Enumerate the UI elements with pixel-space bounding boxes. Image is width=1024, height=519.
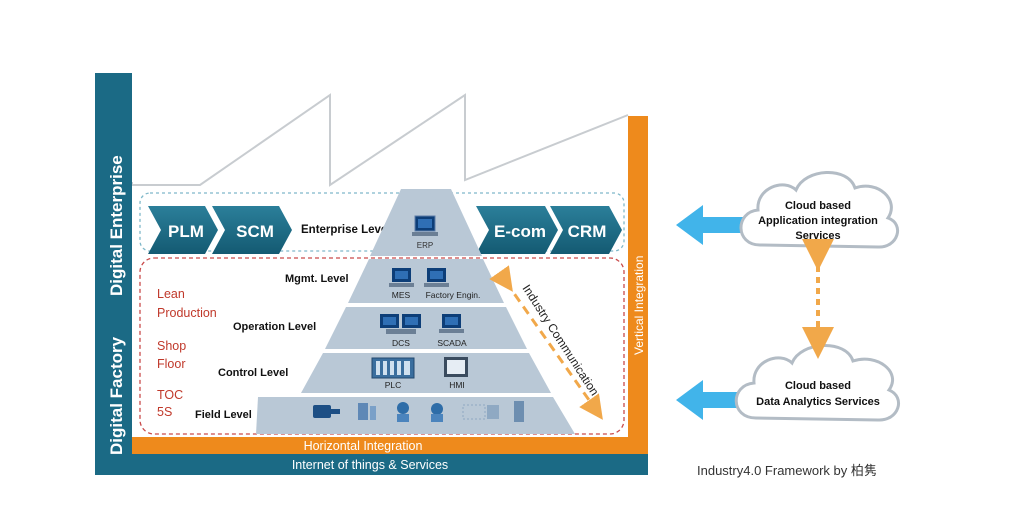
horizontal-integration-bar	[132, 437, 648, 454]
hmi-panel-icon	[444, 357, 468, 377]
svg-text:E-com: E-com	[494, 222, 546, 241]
erp-computer-icon	[412, 215, 438, 236]
hmi-label: HMI	[449, 380, 465, 390]
scada-computer-icon	[439, 314, 464, 333]
pyramid-tier-control	[301, 353, 551, 393]
factory-engin-computer-icon	[424, 268, 449, 287]
svg-text:PLM: PLM	[168, 222, 204, 241]
plc-label: PLC	[385, 380, 402, 390]
chevron-crm: CRM	[550, 206, 622, 254]
factory-engin-label: Factory Engin.	[426, 290, 481, 300]
svg-text:Cloud based: Cloud based	[785, 380, 851, 392]
svg-text:Application integration: Application integration	[758, 215, 878, 227]
control-level-label: Control Level	[218, 367, 288, 379]
enterprise-band	[139, 192, 625, 252]
svg-text:CRM: CRM	[568, 222, 607, 241]
svg-text:Lean: Lean	[157, 287, 185, 301]
svg-text:SCM: SCM	[236, 222, 274, 241]
bottom-blue-arrow	[676, 380, 745, 420]
pyramid-tier-operation	[325, 307, 527, 349]
svg-text:Data Analytics Services: Data Analytics Services	[756, 396, 880, 408]
chevron-plm: PLM	[148, 206, 218, 254]
top-blue-arrow	[676, 205, 745, 245]
mgmt-level-label: Mgmt. Level	[285, 273, 349, 285]
industry-communication-arrow	[489, 265, 603, 420]
motor-icon	[313, 405, 331, 418]
drive-cabinet-icon	[514, 401, 524, 422]
digital-factory-label: Digital Factory	[107, 336, 126, 455]
flowmeter-icon	[397, 402, 409, 414]
iot-bar	[95, 454, 648, 475]
factory-side-labels: Lean Production Shop Floor TOC 5S	[157, 287, 217, 419]
svg-text:Shop: Shop	[157, 339, 186, 353]
erp-label: ERP	[417, 241, 433, 250]
chevron-scm: SCM	[212, 206, 292, 254]
pyramid-tier-mgmt	[348, 259, 504, 303]
left-teal-bar	[95, 73, 132, 475]
svg-text:Services: Services	[795, 230, 840, 242]
field-level-label: Field Level	[195, 409, 252, 421]
digital-enterprise-label: Digital Enterprise	[107, 155, 126, 296]
cloud-data-analytics: Cloud based Data Analytics Services	[734, 344, 900, 422]
dcs-label: DCS	[392, 338, 410, 348]
valve-icon	[431, 403, 443, 415]
sensor-icon	[358, 403, 368, 420]
factory-roof-outline	[131, 93, 629, 187]
vertical-integration-bar	[628, 116, 648, 454]
mes-label: MES	[392, 290, 411, 300]
svg-text:Floor: Floor	[157, 357, 185, 371]
svg-text:Production: Production	[157, 306, 217, 320]
svg-text:5S: 5S	[157, 405, 172, 419]
dcs-workstation-icon	[380, 314, 421, 334]
vertical-integration-label: Vertical Integration	[632, 256, 646, 355]
chevron-ecom: E-com	[476, 206, 558, 254]
enterprise-level-label: Enterprise Level	[301, 224, 390, 236]
scada-label: SCADA	[437, 338, 467, 348]
svg-text:TOC: TOC	[157, 388, 183, 402]
svg-text:Cloud based: Cloud based	[785, 200, 851, 212]
horizontal-integration-label: Horizontal Integration	[304, 439, 423, 453]
figure-caption: Industry4.0 Framework by 柏隽	[697, 463, 877, 478]
io-module-icon	[462, 404, 486, 420]
cloud-application-integration: Cloud based Application integration Serv…	[739, 171, 900, 249]
plc-rack-icon	[371, 357, 415, 379]
pyramid-tier-field	[256, 397, 575, 434]
iot-label: Internet of things & Services	[292, 458, 448, 472]
mes-computer-icon	[389, 268, 414, 287]
operation-level-label: Operation Level	[233, 321, 316, 333]
